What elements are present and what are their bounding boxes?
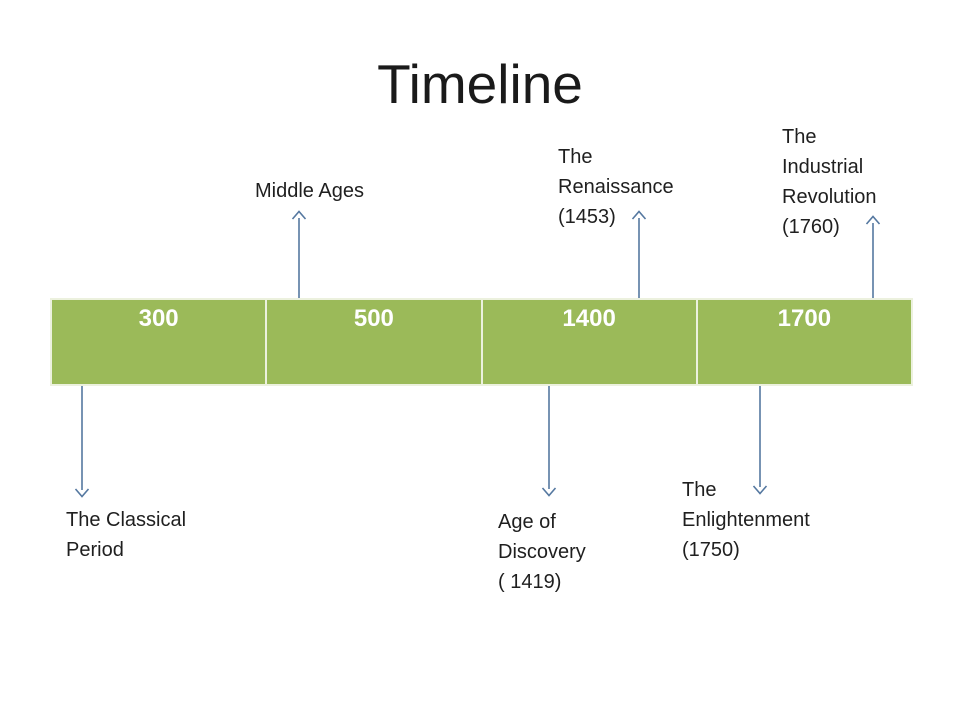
event-label-industrial-revolution: The Industrial Revolution (1760) xyxy=(782,122,877,242)
arrow-up-renaissance-icon xyxy=(628,210,650,300)
timeline-segment-1700: 1700 xyxy=(697,300,911,384)
event-label-line: (1453) xyxy=(558,206,616,228)
timeline-segment-500: 500 xyxy=(267,300,481,384)
event-label-middle-ages: Middle Ages xyxy=(255,176,364,206)
event-label-line: (1760) xyxy=(782,216,840,238)
arrow-down-age-of-discovery-icon xyxy=(538,386,560,497)
event-label-line: The xyxy=(782,126,817,148)
event-label-line: Renaissance xyxy=(558,176,674,198)
event-label-enlightenment: The Enlightenment (1750) xyxy=(682,475,810,565)
event-label-line: The Classical xyxy=(66,509,187,531)
arrow-up-industrial-revolution-icon xyxy=(862,215,884,300)
event-label-age-of-discovery: Age of Discovery ( 1419) xyxy=(498,507,586,597)
segment-year-label: 1400 xyxy=(562,305,616,332)
event-label-line: Industrial xyxy=(782,156,864,178)
arrow-down-classical-period-icon xyxy=(71,386,93,498)
event-label-line: (1750) xyxy=(682,539,740,561)
event-label-line: Revolution xyxy=(782,186,877,208)
event-label-classical-period: The Classical Period xyxy=(66,505,186,565)
event-label-line: Period xyxy=(66,539,124,561)
event-label-line: ( 1419) xyxy=(498,571,562,593)
event-label-line: Middle Ages xyxy=(255,180,364,202)
event-label-renaissance: The Renaissance (1453) xyxy=(558,142,674,232)
segment-year-label: 1700 xyxy=(777,305,832,332)
arrow-down-enlightenment-icon xyxy=(749,386,771,495)
segment-year-label: 500 xyxy=(353,305,394,332)
arrow-up-middle-ages-icon xyxy=(288,210,310,300)
page-title: Timeline xyxy=(377,53,583,115)
timeline-segment-1400: 1400 xyxy=(482,300,696,384)
segment-year-label: 300 xyxy=(138,305,179,332)
event-label-line: Discovery xyxy=(498,541,586,563)
event-label-line: The xyxy=(682,479,717,501)
timeline-segment-300: 300 xyxy=(52,300,266,384)
event-label-line: Enlightenment xyxy=(682,509,810,531)
timeline-bar: 300 500 1400 1700 xyxy=(50,298,913,386)
event-label-line: Age of xyxy=(498,511,556,533)
event-label-line: The xyxy=(558,146,593,168)
